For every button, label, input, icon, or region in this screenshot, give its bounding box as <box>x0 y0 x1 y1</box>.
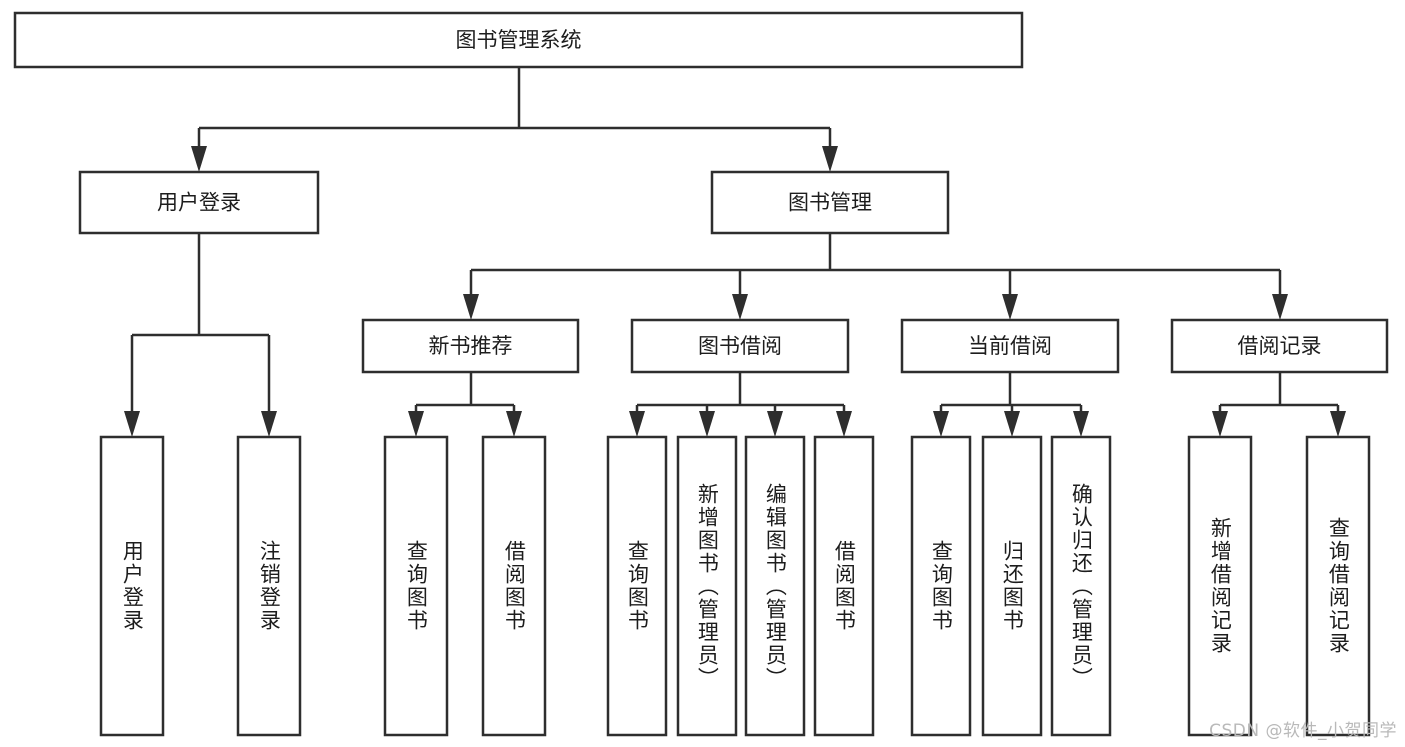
arrow-icon <box>732 294 748 320</box>
node-leaf-confirm-return-admin[interactable] <box>1050 435 1112 737</box>
node-box-borrow-record[interactable] <box>1170 318 1389 374</box>
node-label-borrow-record: 借阅记录 <box>1238 334 1322 358</box>
node-user-login[interactable]: 用户登录 <box>78 170 320 235</box>
connector-c-record-split <box>1212 372 1346 437</box>
arrow-icon <box>1004 411 1020 437</box>
arrow-icon <box>933 411 949 437</box>
arrow-icon <box>191 146 207 172</box>
connector-c-borrow-split <box>629 372 852 437</box>
arrow-icon <box>1330 411 1346 437</box>
arrow-icon <box>1002 294 1018 320</box>
connector-c-current-split <box>933 372 1089 437</box>
watermark-text: CSDN @软件_小贺同学 <box>1209 721 1397 741</box>
node-leaf-query-book-borrow[interactable] <box>606 435 668 737</box>
node-leaf-borrow-book-recommend[interactable] <box>481 435 547 737</box>
node-label-root: 图书管理系统 <box>456 28 582 52</box>
arrow-icon <box>124 411 140 437</box>
arrow-icon <box>408 411 424 437</box>
arrow-icon <box>463 294 479 320</box>
node-borrow-record[interactable]: 借阅记录 <box>1170 318 1389 374</box>
node-book-manage[interactable]: 图书管理 <box>710 170 950 235</box>
node-leaf-query-book-recommend[interactable] <box>383 435 449 737</box>
arrow-icon <box>1212 411 1228 437</box>
node-box-leaf-query-borrow-record[interactable] <box>1305 435 1371 737</box>
node-leaf-edit-book-admin[interactable] <box>744 435 806 737</box>
arrow-icon <box>699 411 715 437</box>
arrow-icon <box>629 411 645 437</box>
node-leaf-borrow-book[interactable] <box>813 435 875 737</box>
node-label-book-borrow: 图书借阅 <box>698 334 782 358</box>
node-label-current-borrow: 当前借阅 <box>968 334 1052 358</box>
node-box-new-book-recommend[interactable] <box>361 318 580 374</box>
node-leaf-user-login[interactable] <box>99 435 165 737</box>
node-book-borrow[interactable]: 图书借阅 <box>630 318 850 374</box>
connector-c-recommend-split <box>408 372 522 437</box>
node-box-leaf-borrow-book-recommend[interactable] <box>481 435 547 737</box>
node-box-current-borrow[interactable] <box>900 318 1120 374</box>
node-box-leaf-edit-book-admin[interactable] <box>744 435 806 737</box>
node-box-leaf-query-book-current[interactable] <box>910 435 972 737</box>
node-box-leaf-query-book-recommend[interactable] <box>383 435 449 737</box>
node-box-leaf-return-book[interactable] <box>981 435 1043 737</box>
node-leaf-add-borrow-record[interactable] <box>1187 435 1253 737</box>
node-label-user-login: 用户登录 <box>157 191 241 215</box>
node-root[interactable]: 图书管理系统 <box>13 11 1024 69</box>
node-label-book-manage: 图书管理 <box>788 191 872 215</box>
node-leaf-return-book[interactable] <box>981 435 1043 737</box>
node-box-book-manage[interactable] <box>710 170 950 235</box>
node-box-leaf-add-borrow-record[interactable] <box>1187 435 1253 737</box>
node-new-book-recommend[interactable]: 新书推荐 <box>361 318 580 374</box>
arrow-icon <box>1272 294 1288 320</box>
node-leaf-query-borrow-record[interactable] <box>1305 435 1371 737</box>
node-box-book-borrow[interactable] <box>630 318 850 374</box>
node-leaf-logout[interactable] <box>236 435 302 737</box>
node-box-user-login[interactable] <box>78 170 320 235</box>
arrow-icon <box>767 411 783 437</box>
node-box-leaf-borrow-book[interactable] <box>813 435 875 737</box>
node-box-leaf-add-book-admin[interactable] <box>676 435 738 737</box>
connector-c-userlogin-split <box>124 233 277 437</box>
arrow-icon <box>261 411 277 437</box>
arrow-icon <box>506 411 522 437</box>
arrow-icon <box>822 146 838 172</box>
arrow-icon <box>1073 411 1089 437</box>
connector-c-bookmanage-split <box>463 233 1288 320</box>
node-box-leaf-logout[interactable] <box>236 435 302 737</box>
node-box-leaf-query-book-borrow[interactable] <box>606 435 668 737</box>
node-label-new-book-recommend: 新书推荐 <box>429 334 513 358</box>
connector-layer <box>124 67 1346 437</box>
connector-c-root-split <box>191 67 838 172</box>
node-box-root[interactable] <box>13 11 1024 69</box>
node-leaf-query-book-current[interactable] <box>910 435 972 737</box>
node-box-leaf-user-login[interactable] <box>99 435 165 737</box>
node-leaf-add-book-admin[interactable] <box>676 435 738 737</box>
node-current-borrow[interactable]: 当前借阅 <box>900 318 1120 374</box>
node-box-leaf-confirm-return-admin[interactable] <box>1050 435 1112 737</box>
arrow-icon <box>836 411 852 437</box>
